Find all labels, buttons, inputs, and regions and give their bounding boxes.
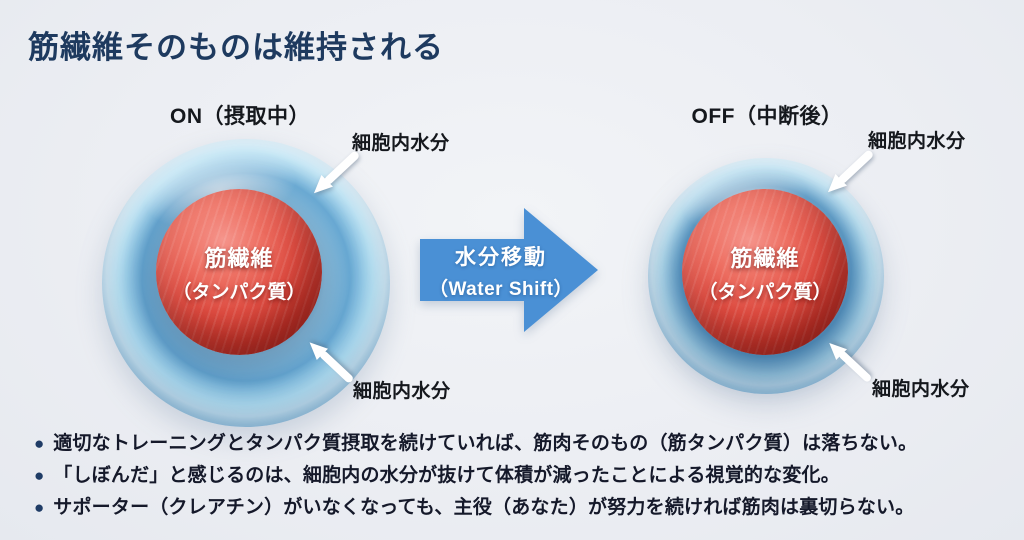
muscle-fiber-label-line1: 筋繊維: [730, 245, 800, 271]
cell-off-heading: OFF（中断後）: [691, 105, 843, 128]
muscle-fiber-label-right: 筋繊維 （タンパク質）: [698, 241, 831, 304]
page-title: 筋繊維そのものは維持される: [28, 30, 444, 65]
muscle-fiber-sphere-left: 筋繊維 （タンパク質）: [156, 189, 322, 355]
bullet-icon: ●: [34, 466, 45, 485]
water-shift-label-line1: 水分移動: [455, 246, 547, 269]
bullet-text: 「しぼんだ」と感じるのは、細胞内の水分が抜けて体積が減ったことによる視覚的な変化…: [53, 465, 840, 486]
muscle-fiber-label-line2: （タンパク質）: [698, 281, 832, 303]
bullet-icon: ●: [34, 498, 45, 517]
pointer-arrow-icon-right-bottom: [829, 343, 871, 382]
label-intracellular-water-right-bottom: 細胞内水分: [872, 379, 970, 400]
bullet-text: サポーター（クレアチン）がいなくなっても、主役（あなた）が努力を続ければ筋肉は裏…: [53, 497, 915, 518]
pointer-arrow-icon-left-top: [313, 151, 359, 194]
label-intracellular-water-left-bottom: 細胞内水分: [353, 381, 451, 402]
bullet-text: 適切なトレーニングとタンパク質摂取を続けていれば、筋肉そのもの（筋タンパク質）は…: [53, 433, 918, 454]
list-item: ● 適切なトレーニングとタンパク質摂取を続けていれば、筋肉そのもの（筋タンパク質…: [34, 432, 1014, 455]
list-item: ● サポーター（クレアチン）がいなくなっても、主役（あなた）が努力を続ければ筋肉…: [34, 496, 1014, 519]
muscle-fiber-label-line1: 筋繊維: [204, 245, 274, 271]
label-intracellular-water-left-top: 細胞内水分: [352, 133, 450, 154]
muscle-fiber-label-line2: （タンパク質）: [172, 281, 306, 303]
muscle-fiber-label-left: 筋繊維 （タンパク質）: [172, 241, 305, 304]
list-item: ● 「しぼんだ」と感じるのは、細胞内の水分が抜けて体積が減ったことによる視覚的な…: [34, 464, 1014, 487]
muscle-fiber-sphere-right: 筋繊維 （タンパク質）: [682, 189, 848, 355]
water-shift-label: 水分移動 （Water Shift）: [413, 241, 589, 301]
pointer-arrow-icon-right-top: [827, 150, 873, 193]
key-points-list: ● 適切なトレーニングとタンパク質摂取を続けていれば、筋肉そのもの（筋タンパク質…: [34, 432, 1014, 528]
water-shift-arrow: [420, 208, 598, 332]
water-shift-arrow-shape: [420, 208, 598, 332]
label-intracellular-water-right-top: 細胞内水分: [868, 131, 966, 152]
water-shift-label-line2: （Water Shift）: [428, 279, 574, 300]
cell-on-heading: ON（摂取中）: [170, 105, 310, 128]
bullet-icon: ●: [34, 434, 45, 453]
pointer-arrow-icon-left-bottom: [309, 342, 353, 383]
